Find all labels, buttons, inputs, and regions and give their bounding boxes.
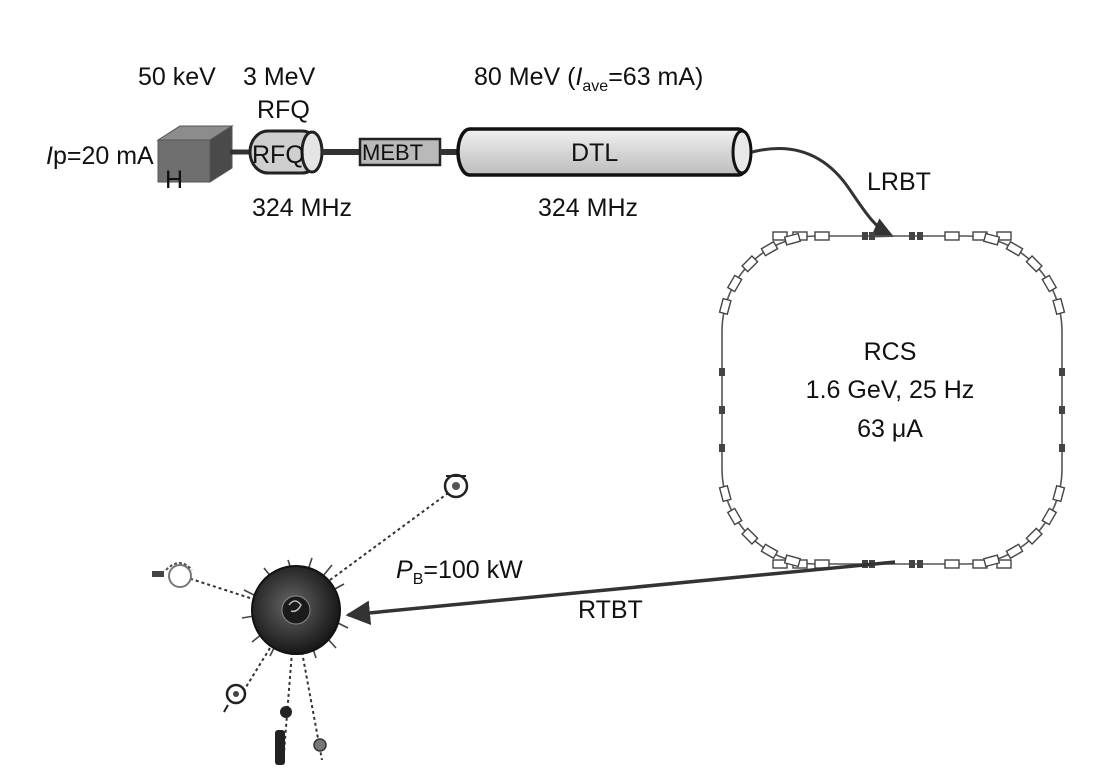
rfq-top-label: RFQ — [257, 96, 310, 124]
ring-magnet — [783, 232, 802, 246]
ring-magnet — [1005, 240, 1024, 257]
ring-quadrupole — [1059, 444, 1065, 452]
ring-quadrupole — [869, 232, 875, 240]
ring-quadrupole — [862, 232, 868, 240]
ion-source-label: H — [165, 166, 183, 194]
ring-quadrupole — [1059, 406, 1065, 414]
rcs-ring-magnets — [718, 231, 1066, 569]
dtl-label: DTL — [571, 139, 618, 167]
dtl-energy-label: 80 MeV (Iave=63 mA) — [474, 63, 703, 95]
ring-magnet — [760, 543, 779, 560]
rfq-frequency-label: 324 MHz — [252, 194, 352, 222]
ring-quadrupole — [719, 444, 725, 452]
rfq-energy-label: 3 MeV — [243, 63, 316, 91]
dtl-cavity — [456, 127, 753, 177]
ring-magnet — [1025, 527, 1043, 545]
ring-magnet — [718, 484, 732, 503]
ring-magnet — [982, 232, 1001, 246]
rfq-inner-label: RFQ — [252, 141, 305, 169]
rtbt-label: RTBT — [578, 596, 643, 624]
ring-quadrupole — [917, 232, 923, 240]
ring-magnet — [1041, 274, 1058, 293]
ring-quadrupole — [719, 406, 725, 414]
ring-quadrupole — [909, 560, 915, 568]
beam-power-label: PB=100 kW — [396, 556, 523, 588]
ring-magnet — [1052, 297, 1066, 316]
ring-magnet — [726, 274, 743, 293]
dtl-frequency-label: 324 MHz — [538, 194, 638, 222]
instrument-5 — [313, 738, 327, 752]
ring-magnet — [944, 231, 960, 241]
rcs-ring — [718, 231, 1066, 569]
instrument-4 — [275, 706, 292, 765]
ring-magnet — [814, 231, 830, 241]
target-station — [152, 473, 469, 766]
ring-magnet — [1005, 543, 1024, 560]
ring-magnet — [1025, 255, 1043, 273]
ring-quadrupole — [917, 560, 923, 568]
instrument-3 — [223, 683, 247, 713]
ring-magnet — [726, 507, 743, 526]
rcs-name-label: RCS — [864, 338, 917, 366]
instrument-2 — [152, 562, 193, 588]
source-energy-label: 50 keV — [138, 63, 216, 91]
ring-magnet — [814, 559, 830, 569]
ring-magnet — [718, 297, 732, 316]
ring-magnet — [760, 240, 779, 257]
ring-magnet — [783, 554, 802, 568]
rcs-current-label: 63 μA — [857, 415, 923, 443]
instrument-1 — [443, 473, 469, 499]
lrbt-label: LRBT — [867, 168, 931, 196]
lrbt-transport-line — [751, 147, 894, 238]
ring-quadrupole — [909, 232, 915, 240]
ring-magnet — [944, 559, 960, 569]
rtbt-transport-line — [345, 560, 896, 626]
ring-magnet — [1041, 507, 1058, 526]
peak-current-label: Ip=20 mA — [46, 142, 154, 170]
rfq-cavity — [248, 129, 324, 175]
ring-quadrupole — [719, 368, 725, 376]
ring-magnet — [1052, 484, 1066, 503]
mebt-label: MEBT — [362, 140, 423, 165]
ring-magnet — [741, 527, 759, 545]
ring-magnet — [982, 554, 1001, 568]
ring-magnet — [741, 255, 759, 273]
rcs-energy-label: 1.6 GeV, 25 Hz — [806, 376, 975, 404]
ring-quadrupole — [1059, 368, 1065, 376]
ion-source — [156, 125, 234, 183]
